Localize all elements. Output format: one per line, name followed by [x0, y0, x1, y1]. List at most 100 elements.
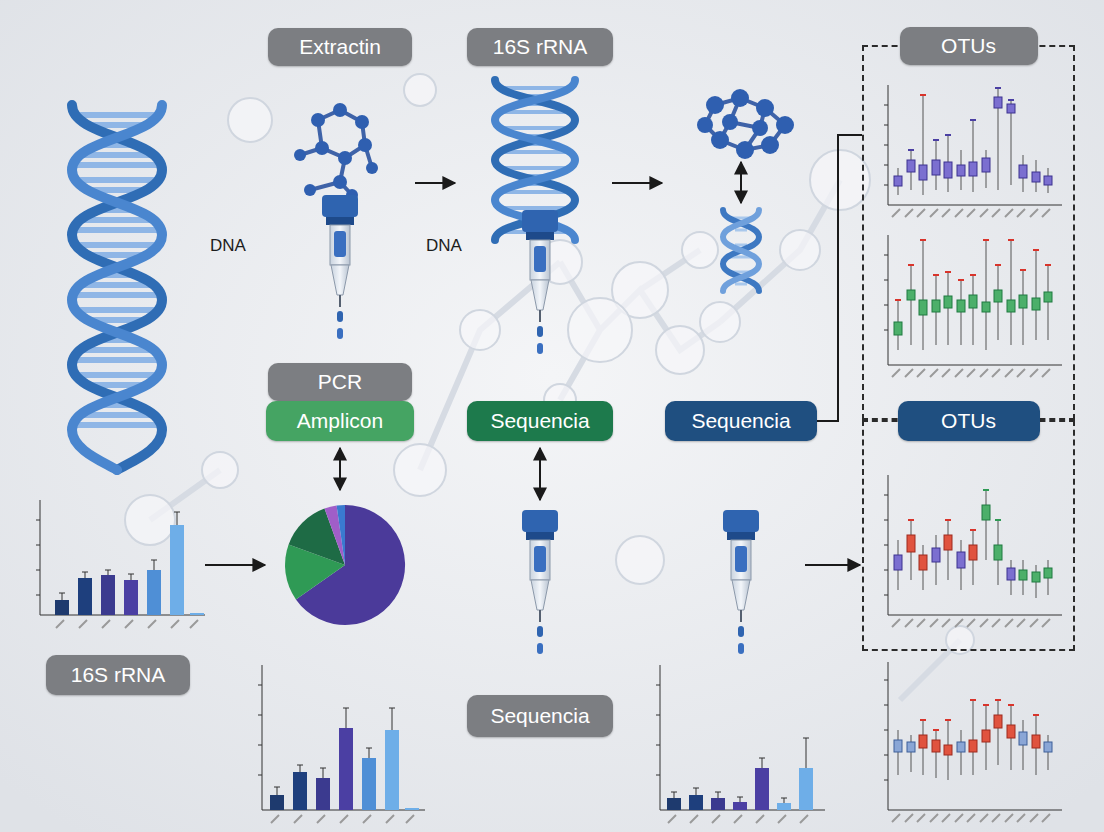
- box-plot-part-part: [1007, 300, 1015, 312]
- panel-heading: OTUs: [941, 34, 996, 58]
- molecule-model-part-part: [338, 151, 352, 165]
- box-plot-part: [920, 700, 1039, 730]
- box-plot-part-part: [1019, 732, 1027, 745]
- step-label: 16S rRNA: [493, 35, 588, 59]
- box-plot-part-part: [994, 545, 1002, 560]
- bar-chart-part: [777, 803, 791, 810]
- bar-chart-part: [270, 795, 284, 810]
- box-plot-part-part: [982, 505, 990, 520]
- bar-chart-part: [170, 525, 184, 615]
- strand-label: DNA: [426, 236, 462, 256]
- molecule-model-part-part: [752, 120, 768, 136]
- box-plot-part: [983, 490, 1001, 520]
- bar-chart-part: [362, 758, 376, 810]
- molecule-model-part-part: [304, 184, 316, 196]
- box-plot-part-part: [982, 302, 990, 312]
- box-plot-part-part: [982, 158, 990, 172]
- box-plot-part: [884, 475, 1062, 615]
- box-plot: [884, 235, 1062, 377]
- step-pill: Sequencia: [467, 695, 613, 737]
- bar-chart-part: [405, 808, 419, 810]
- panel-heading-pill: OTUs: [900, 27, 1038, 65]
- box-plot-part-part: [907, 742, 915, 752]
- bar-chart-part: [78, 578, 92, 615]
- box-plot-part: [894, 715, 1052, 755]
- background-molecules-part: [616, 536, 664, 584]
- molecule-model-part: [697, 89, 794, 159]
- step-label: Sequencia: [490, 704, 589, 728]
- background-molecules-part: [656, 326, 704, 374]
- box-plot-part-part: [932, 548, 940, 562]
- background-molecules-part: [404, 74, 436, 106]
- background-molecules-part: [568, 298, 632, 362]
- pipette-icon-part: [522, 510, 558, 654]
- box-plot-part-part: [982, 730, 990, 742]
- box-plot-part-part: [919, 735, 927, 748]
- box-plot-part: [884, 662, 1062, 810]
- bar-chart: [656, 665, 825, 823]
- box-plot-part: [898, 490, 1048, 598]
- bar-chart-part: [316, 778, 330, 810]
- box-plot-part-part: [1007, 725, 1015, 738]
- molecule-model-part-part: [315, 141, 329, 155]
- box-plot-part: [884, 235, 1062, 365]
- bar-chart-part: [711, 798, 725, 810]
- step-label: PCR: [318, 370, 362, 394]
- box-plot-part-part: [944, 745, 952, 755]
- dna-helix-large-part: [72, 105, 162, 470]
- molecule-model-part-part: [355, 115, 369, 129]
- box-plot-part-part: [1019, 165, 1027, 178]
- box-plot-part-part: [957, 165, 965, 176]
- bar-chart-part: [101, 575, 115, 615]
- molecule-model-part-part: [706, 96, 724, 114]
- box-plot-part-part: [994, 715, 1002, 728]
- bar-chart-part: [733, 802, 747, 810]
- dna-helix-small-part: [723, 210, 759, 291]
- background-molecules-part: [460, 310, 500, 350]
- box-plot-part: [892, 814, 1050, 822]
- box-plot-part-part: [932, 160, 940, 175]
- step-pill: 16S rRNA: [46, 655, 190, 695]
- bar-chart-part: [689, 795, 703, 810]
- bar-chart-part: [258, 665, 425, 810]
- box-plot-part-part: [1032, 572, 1040, 582]
- box-plot-part-part: [1007, 568, 1015, 580]
- step-pill: Sequencia: [467, 401, 613, 441]
- bar-chart-part: [124, 580, 138, 615]
- box-plot-part: [908, 88, 1014, 150]
- background-molecules-part: [228, 98, 272, 142]
- dna-helix-large: [72, 105, 162, 470]
- box-plot-part-part: [957, 742, 965, 752]
- step-label: 16S rRNA: [71, 663, 166, 687]
- molecule-model-part-part: [776, 116, 794, 134]
- box-plot: [884, 85, 1062, 217]
- box-plot-part: [898, 700, 1048, 780]
- bar-chart-part: [271, 815, 414, 823]
- step-label: Sequencia: [490, 409, 589, 433]
- panel-heading-pill: OTUs: [898, 401, 1040, 441]
- dna-helix-large-part: [72, 105, 162, 470]
- connector-line: [817, 135, 862, 421]
- box-plot-part-part: [1007, 104, 1015, 113]
- molecule-model-part: [294, 103, 378, 201]
- bar-chart-part: [339, 728, 353, 810]
- box-plot-part-part: [969, 545, 977, 560]
- box-plot-part-part: [1044, 292, 1052, 302]
- box-plot-part-part: [919, 165, 927, 180]
- box-plot-part: [892, 369, 1050, 377]
- molecule-model-part-part: [358, 138, 372, 152]
- bar-chart-part: [56, 620, 198, 628]
- bar-chart-part: [36, 500, 205, 615]
- pipette-icon-part: [322, 195, 358, 339]
- strand-label: DNA: [210, 236, 246, 256]
- step-pill: PCR: [268, 363, 412, 401]
- pie-chart-part: [325, 506, 346, 565]
- background-molecules-part: [780, 230, 820, 270]
- pipette-icon-part: [522, 210, 558, 354]
- flow-arrow-part: [205, 564, 265, 566]
- flow-arrow: [205, 162, 860, 565]
- box-plot-part-part: [907, 160, 915, 172]
- background-molecules-part: [682, 232, 718, 268]
